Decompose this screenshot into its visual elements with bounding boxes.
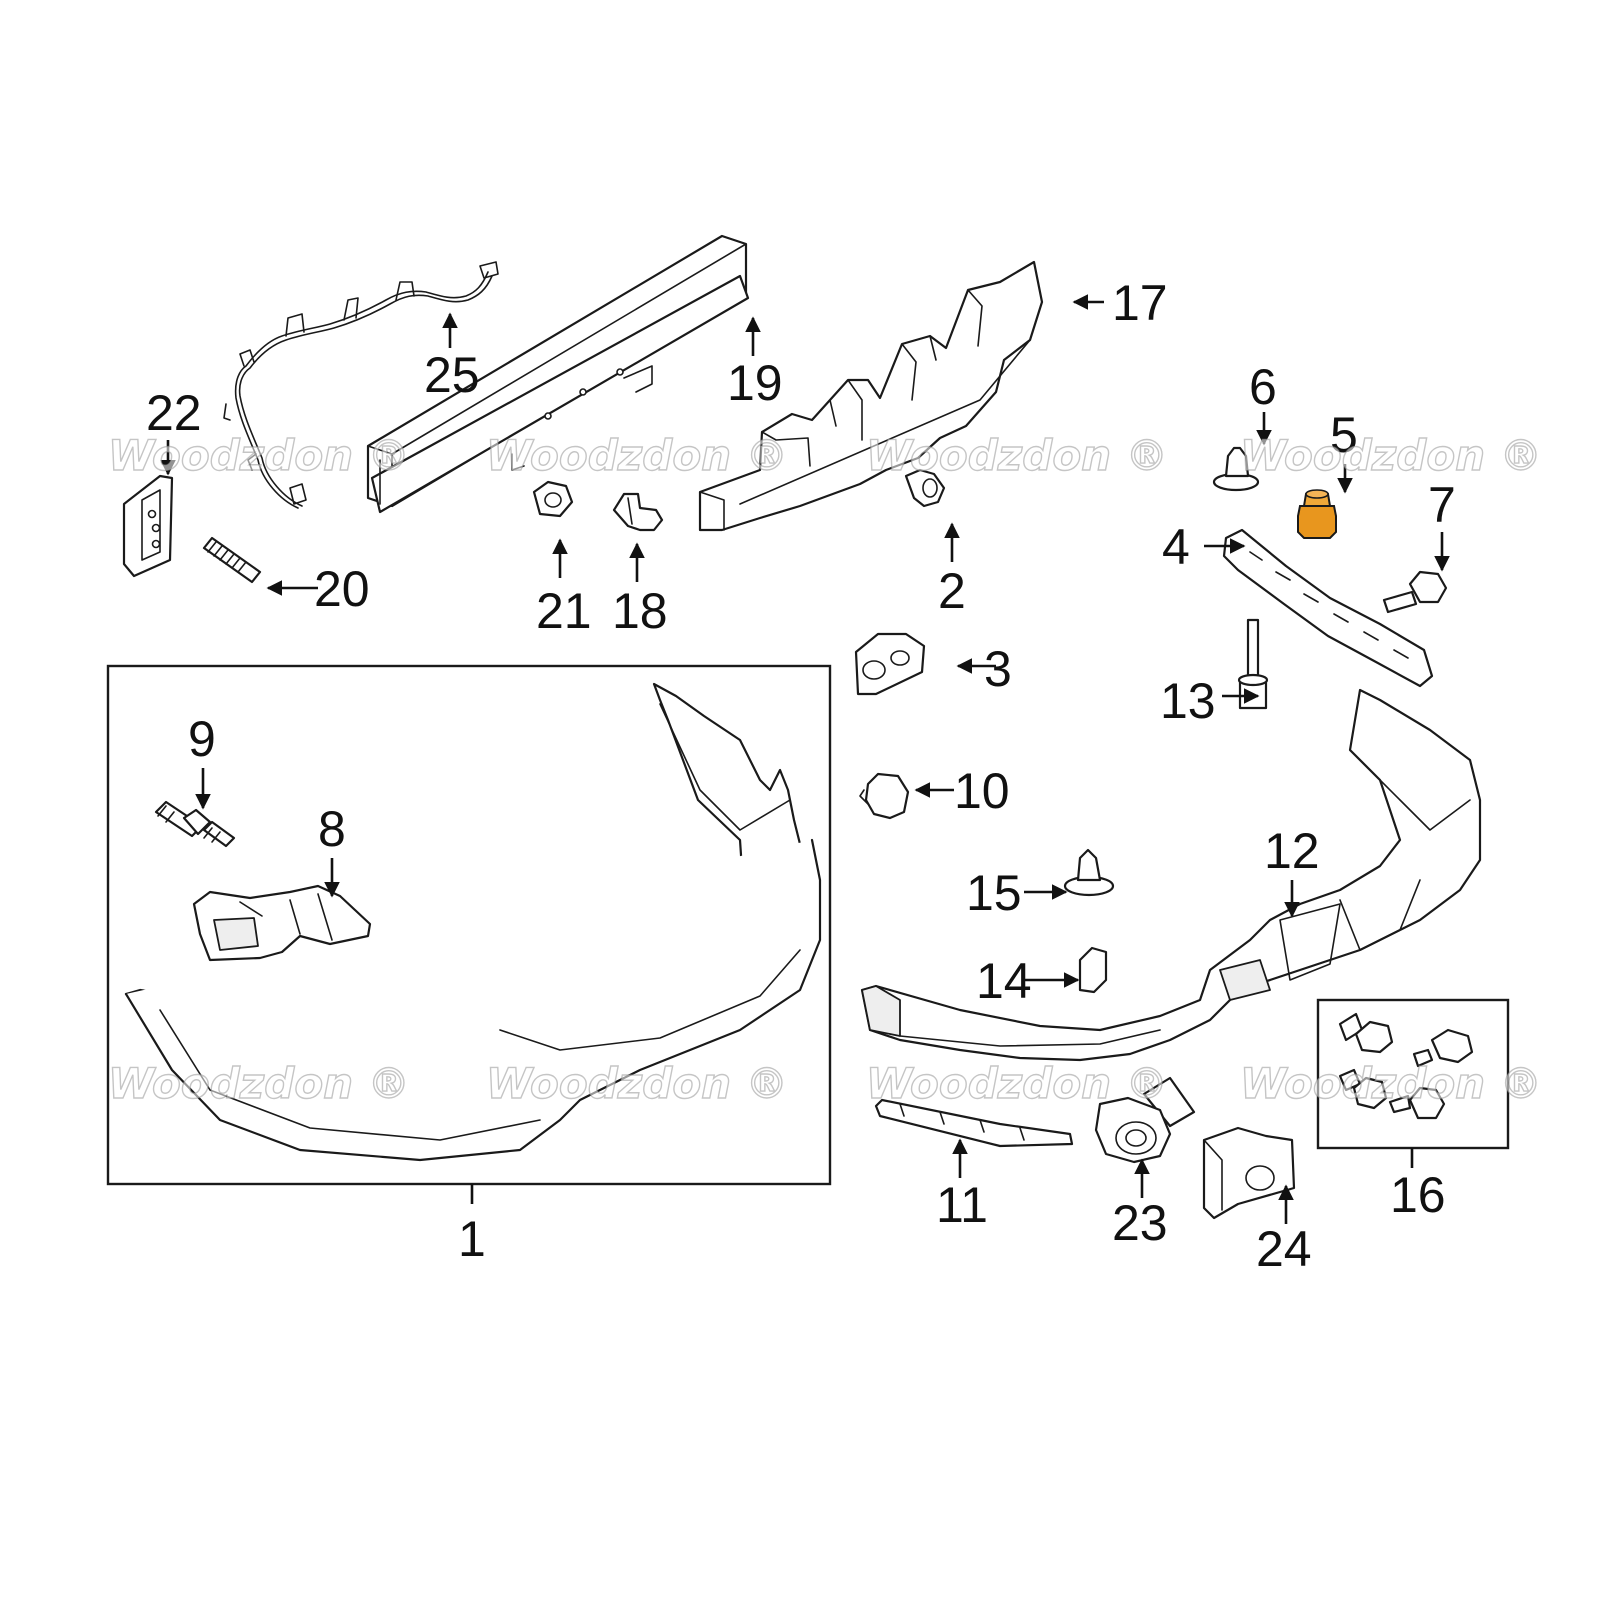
bolt-2 — [1412, 1028, 1474, 1068]
nut-part-21 — [532, 480, 574, 518]
callout-14: 14 — [976, 953, 1032, 1009]
watermark: Woodzdon ® — [486, 431, 788, 480]
callout-12: 12 — [1264, 823, 1320, 879]
leader-lines — [160, 294, 1450, 1224]
parking-sensor-part-23 — [1094, 1076, 1196, 1164]
callout-20: 20 — [314, 561, 370, 617]
callout-25: 25 — [424, 347, 480, 403]
callout-11: 11 — [936, 1177, 988, 1233]
grommet-part-10 — [859, 772, 910, 820]
callout-21: 21 — [536, 583, 592, 639]
callout-6: 6 — [1249, 359, 1277, 415]
callout-labels: 17 19 25 22 20 21 18 2 6 5 7 4 13 3 10 1… — [146, 275, 1456, 1277]
callout-4: 4 — [1162, 519, 1190, 575]
callout-2: 2 — [938, 563, 966, 619]
side-bracket-part-4 — [1222, 528, 1434, 688]
lower-valance-part-12 — [860, 688, 1482, 1062]
bolt-4 — [1388, 1086, 1446, 1120]
bolt-1 — [1338, 1012, 1394, 1054]
bumper-cover-part-1 — [124, 682, 822, 1162]
watermark: Woodzdon ® — [866, 1059, 1168, 1108]
sensor-bracket-part-22 — [122, 474, 174, 578]
callout-3: 3 — [984, 641, 1012, 697]
highlighted-nut-part-5 — [1297, 489, 1337, 539]
watermark: Woodzdon ® — [108, 1059, 410, 1108]
bolt-3 — [1338, 1068, 1388, 1110]
bracket-part-3 — [854, 632, 926, 696]
watermark: Woodzdon ® — [108, 431, 410, 480]
watermark: Woodzdon ® — [866, 431, 1168, 480]
callout-22: 22 — [146, 385, 202, 441]
callout-1: 1 — [458, 1211, 486, 1267]
callout-15: 15 — [966, 865, 1022, 921]
callout-5: 5 — [1330, 407, 1358, 463]
bumper-bracket-part-8 — [192, 884, 372, 962]
callout-16: 16 — [1390, 1167, 1446, 1223]
callout-7: 7 — [1428, 477, 1456, 533]
callout-17: 17 — [1112, 275, 1168, 331]
energy-absorber-part — [698, 260, 1044, 532]
clip-part-2 — [904, 468, 946, 508]
push-pin-part-18 — [612, 492, 664, 532]
bolt-kit-part-16 — [1338, 1012, 1474, 1120]
wiring-harness-part — [223, 261, 499, 509]
callout-18: 18 — [612, 583, 668, 639]
watermark: Woodzdon ® — [1240, 1059, 1542, 1108]
clip-part-14 — [1078, 946, 1108, 994]
watermark: Woodzdon ® — [1240, 431, 1542, 480]
callout-13: 13 — [1160, 673, 1216, 729]
reflector-strip-part-11 — [874, 1098, 1074, 1148]
callout-8: 8 — [318, 801, 346, 857]
callout-10: 10 — [954, 763, 1010, 819]
callout-23: 23 — [1112, 1195, 1168, 1251]
watermark: Woodzdon ® — [486, 1059, 788, 1108]
bumper-reinforcement-part — [366, 234, 750, 514]
push-clip-part-15 — [1063, 848, 1115, 897]
watermarks: Woodzdon ® Woodzdon ® Woodzdon ® Woodzdo… — [107, 430, 1542, 1108]
screw-part-6 — [1212, 446, 1260, 492]
stud-part-9 — [154, 800, 236, 848]
bumper-cover-group-box — [106, 664, 832, 1186]
sensor-bracket-part-24 — [1202, 1126, 1296, 1220]
callout-9: 9 — [188, 711, 216, 767]
stud-part-20 — [202, 536, 262, 584]
bolt-part-7 — [1382, 570, 1448, 614]
callout-19: 19 — [727, 355, 783, 411]
callout-24: 24 — [1256, 1221, 1312, 1277]
